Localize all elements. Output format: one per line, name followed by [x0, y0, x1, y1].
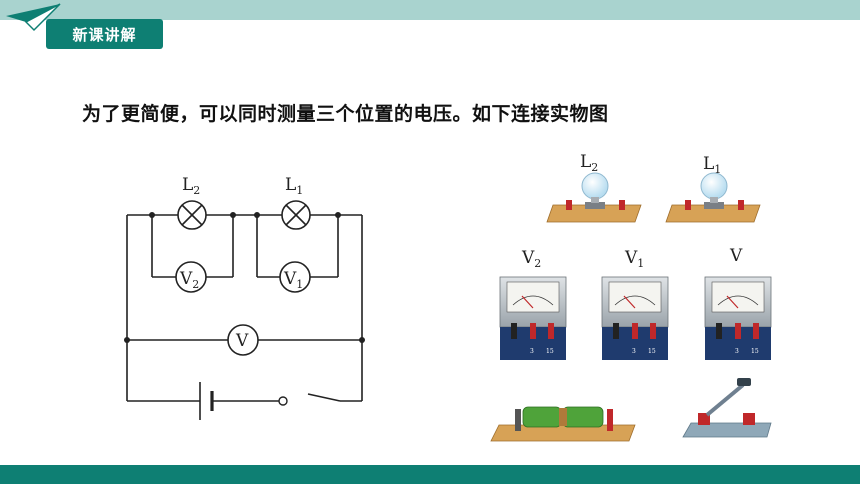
paper-plane-icon [6, 3, 61, 32]
voltmeter-v-device: 3 15 [704, 276, 772, 360]
voltmeter-v2-label: V2 [179, 269, 199, 291]
voltmeter-v-symbol [227, 324, 259, 356]
bottom-banner [0, 465, 860, 484]
voltmeter-v2-device-label: V2 [521, 248, 541, 270]
voltmeter-v1-device: 3 15 [601, 276, 669, 360]
voltmeter-v-device-label: V [729, 246, 743, 266]
page-title: 为了更简便，可以同时测量三个位置的电压。如下连接实物图 [82, 103, 609, 125]
voltmeter-v1-device-label: V1 [624, 248, 644, 270]
switch-symbol [278, 396, 288, 406]
lamp-l2-symbol [177, 200, 207, 230]
svg-text:15: 15 [546, 348, 554, 355]
voltmeter-v2-device: 3 15 [499, 276, 567, 360]
svg-text:15: 15 [648, 348, 656, 355]
voltmeter-v2-symbol [175, 261, 207, 293]
voltmeter-v-label: V [235, 331, 249, 351]
bulb-l2-label: L2 [580, 152, 598, 174]
section-tag: 新课讲解 [46, 19, 163, 49]
bulb-l1-device [665, 172, 761, 223]
lamp-l1-symbol [281, 200, 311, 230]
bulb-l2-device [546, 172, 642, 223]
svg-text:3: 3 [735, 348, 739, 355]
components-diagram: L2 L1 3 15 V2 3 15 V1 [490, 152, 772, 442]
svg-text:15: 15 [751, 348, 759, 355]
battery-symbol [199, 382, 214, 420]
voltmeter-v1-symbol [279, 261, 311, 293]
lamp-l2-label: L2 [182, 175, 200, 197]
junction-dots [124, 212, 365, 343]
switch-device [682, 378, 772, 438]
lamp-l1-label: L1 [285, 175, 303, 197]
bulb-l1-label: L1 [703, 154, 721, 176]
svg-text:3: 3 [530, 348, 534, 355]
voltmeter-v1-label: V1 [283, 269, 303, 291]
svg-text:3: 3 [632, 348, 636, 355]
battery-device [490, 406, 636, 442]
top-banner [0, 0, 860, 20]
circuit-diagram: L2 L1 V2 V1 V [124, 175, 365, 420]
